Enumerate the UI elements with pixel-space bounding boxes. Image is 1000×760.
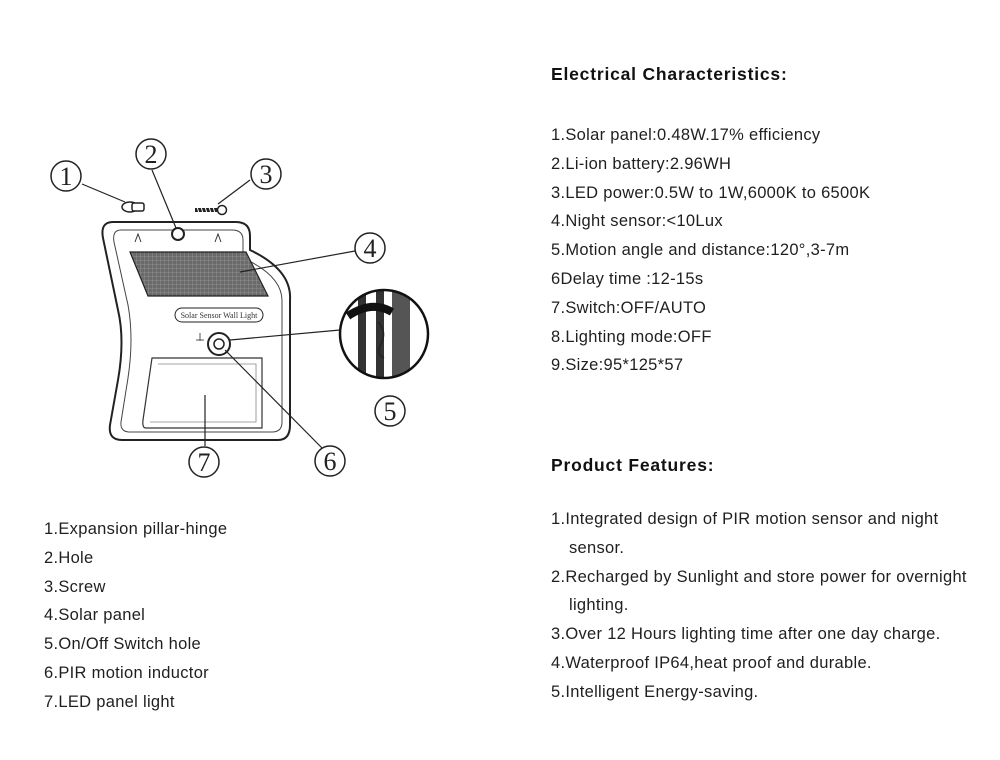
spec-item: 1.Solar panel:0.48W.17% efficiency xyxy=(551,126,821,144)
spec-item: 7.Switch:OFF/AUTO xyxy=(551,298,707,317)
spec-item: 3.LED power:0.5W to 1W,6000K to 6500K xyxy=(551,183,871,202)
spec-item: 6Delay time :12-15s xyxy=(551,269,704,288)
svg-text:5: 5 xyxy=(384,397,397,426)
spec-item: 2.Li-ion battery:2.96WH xyxy=(551,154,732,173)
electrical-characteristics-title: Electrical Characteristics: xyxy=(551,64,788,84)
feature-item: 4.Waterproof IP64,heat proof and durable… xyxy=(551,653,872,672)
legend-item: 6.PIR motion inductor xyxy=(44,663,209,682)
svg-text:3: 3 xyxy=(260,160,273,189)
feature-item: 1.Integrated design of PIR motion sensor… xyxy=(551,510,939,557)
spec-item: 5.Motion angle and distance:120°,3-7m xyxy=(551,241,850,260)
hole-graphic xyxy=(171,227,185,241)
legend-item: 2.Hole xyxy=(44,548,94,567)
callout-4: 4 xyxy=(354,232,386,264)
svg-text:7: 7 xyxy=(198,448,211,477)
svg-text:6: 6 xyxy=(324,447,337,476)
feature-item: 5.Intelligent Energy-saving. xyxy=(551,682,759,701)
parts-legend: 1.Expansion pillar-hinge 2.Hole 3.Screw … xyxy=(44,515,227,717)
callout-1: 1 xyxy=(50,160,82,192)
leader-lines xyxy=(81,169,356,449)
feature-item: 2.Recharged by Sunlight and store power … xyxy=(551,567,967,615)
callout-6: 6 xyxy=(314,445,346,477)
svg-text:1: 1 xyxy=(60,162,73,191)
label-plate: Solar Sensor Wall Light xyxy=(174,307,264,323)
legend-item: 7.LED panel light xyxy=(44,692,175,711)
product-diagram: Solar Sensor Wall Light xyxy=(50,138,430,478)
callout-3: 3 xyxy=(250,158,282,190)
switch-zoom-inset xyxy=(338,288,430,380)
spec-item: 9.Size:95*125*57 xyxy=(551,356,684,375)
product-features-list: 1.Integrated design of PIR motion sensor… xyxy=(551,505,991,707)
legend-item: 4.Solar panel xyxy=(44,606,146,625)
callout-2: 2 xyxy=(135,138,167,170)
screw-graphic xyxy=(195,204,228,216)
electrical-characteristics-list: 1.Solar panel:0.48W.17% efficiency 2.Li-… xyxy=(551,121,870,380)
legend-item: 3.Screw xyxy=(44,577,106,596)
device-label-text: Solar Sensor Wall Light xyxy=(181,311,259,320)
led-panel-graphic xyxy=(142,357,263,429)
spec-item: 8.Lighting mode:OFF xyxy=(551,327,712,346)
spec-item: 4.Night sensor:<10Lux xyxy=(551,212,723,231)
callout-5: 5 xyxy=(374,395,406,427)
solar-panel-graphic xyxy=(129,251,269,297)
product-features-title: Product Features: xyxy=(551,455,715,475)
legend-item: 5.On/Off Switch hole xyxy=(44,635,202,654)
pir-sensor-graphic xyxy=(196,332,231,356)
svg-text:2: 2 xyxy=(145,140,158,169)
legend-item: 1.Expansion pillar-hinge xyxy=(44,520,228,538)
callout-7: 7 xyxy=(188,446,220,478)
feature-item: 3.Over 12 Hours lighting time after one … xyxy=(551,625,941,644)
svg-text:4: 4 xyxy=(364,234,377,263)
expansion-pillar-graphic xyxy=(121,201,145,213)
